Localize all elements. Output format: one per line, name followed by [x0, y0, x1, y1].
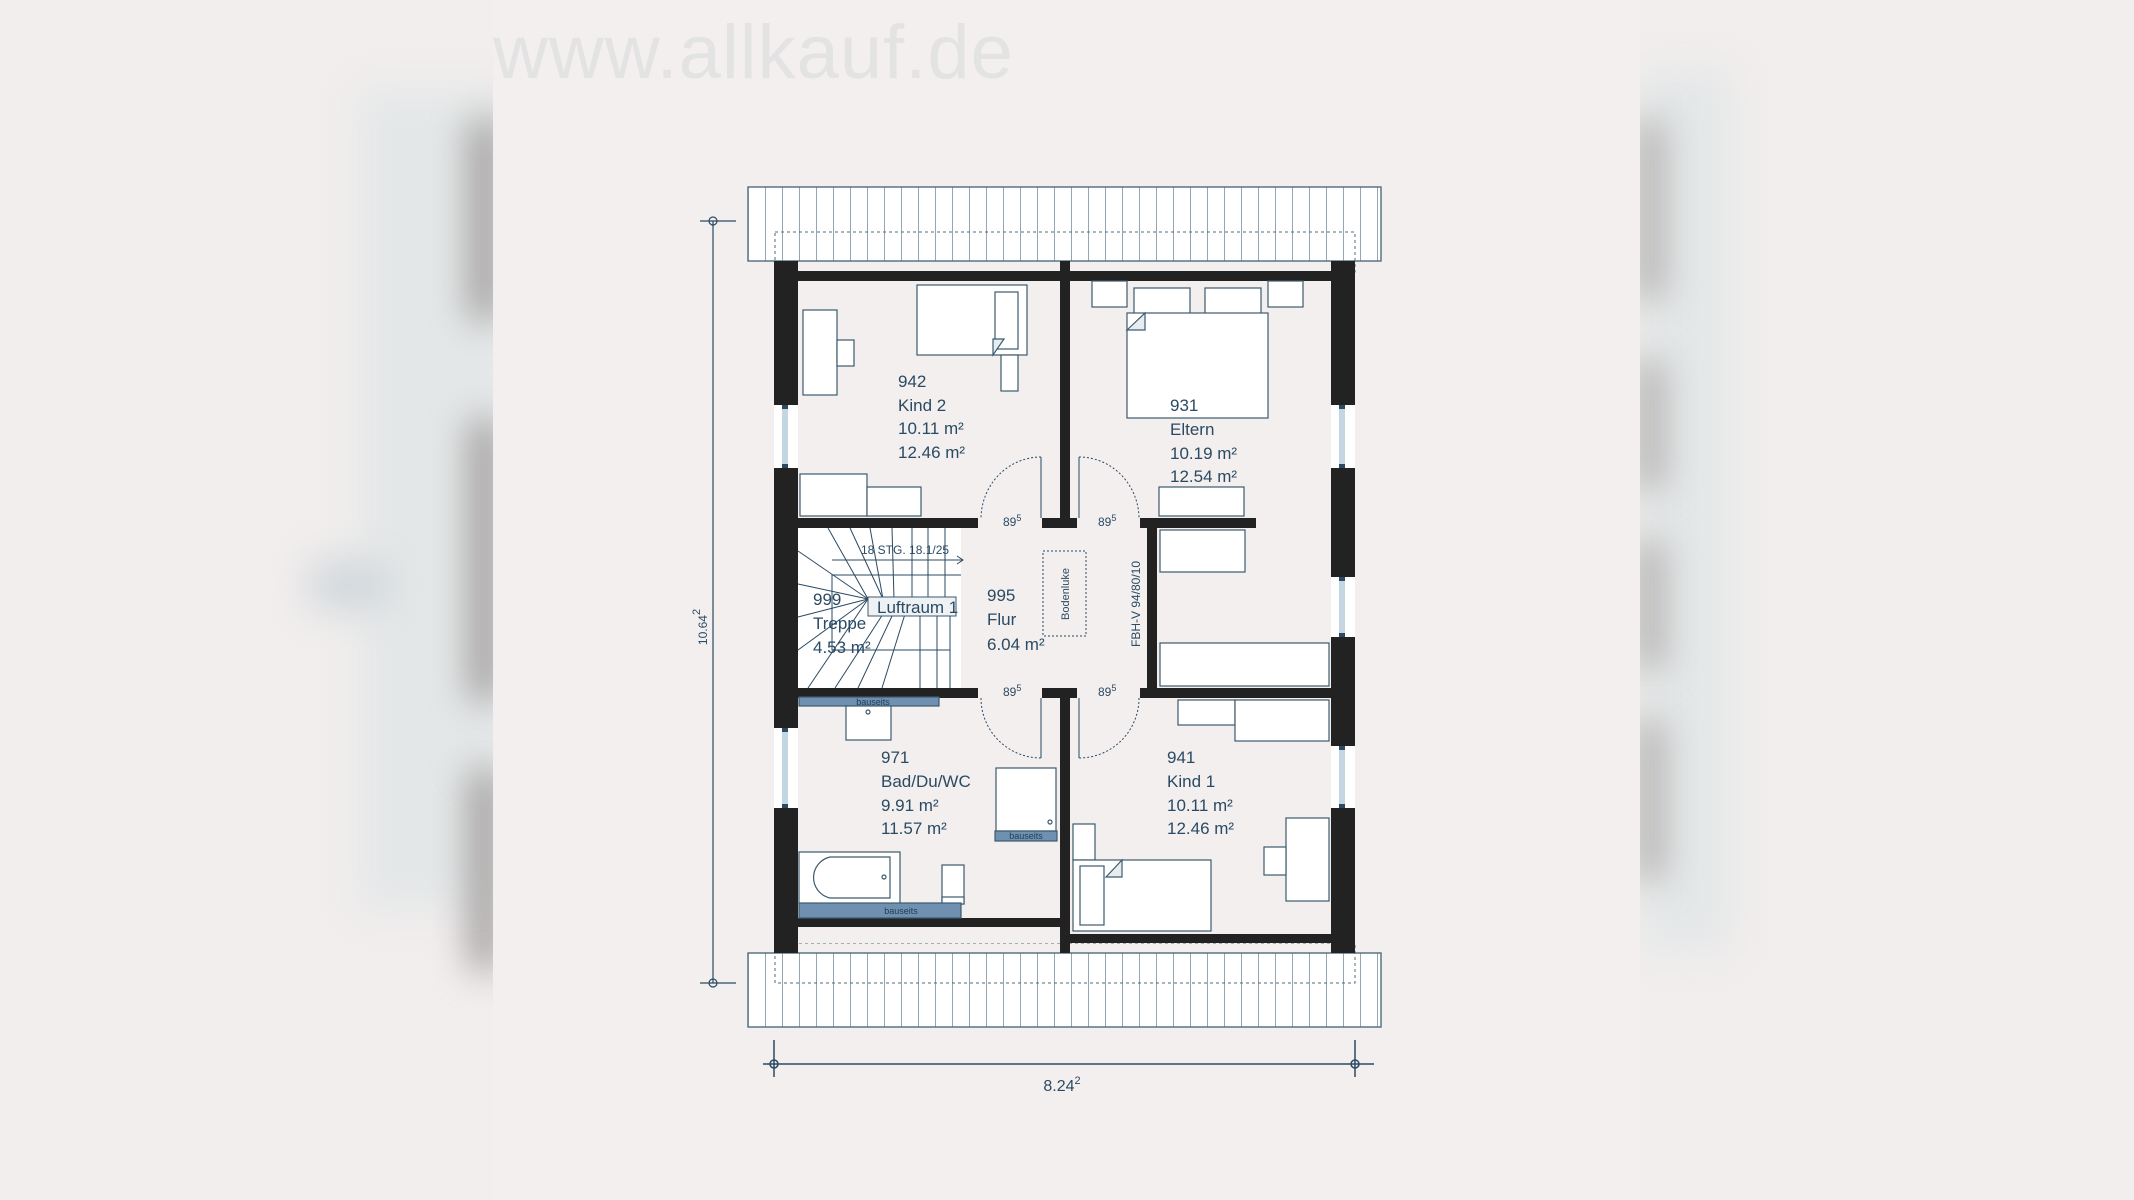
- svg-text:10.11 m²: 10.11 m²: [898, 419, 964, 438]
- desk-kind2: [802, 309, 838, 396]
- svg-text:999: 999: [813, 590, 841, 609]
- window-bad: [774, 728, 798, 808]
- svg-text:941: 941: [1167, 748, 1195, 767]
- nightstand-kind1: [1072, 823, 1096, 861]
- pillow-left: [1133, 287, 1191, 315]
- svg-text:995: 995: [987, 586, 1015, 605]
- shelf-kind1-a: [1177, 699, 1236, 726]
- furniture-kind2: [799, 284, 1028, 517]
- door-width-eltern: 895: [1098, 513, 1116, 529]
- window-spec-label: FBH-V 94/80/10: [1129, 561, 1143, 647]
- blurred-background-right: [1640, 0, 2134, 1200]
- shelf-kind1-b: [1234, 699, 1330, 742]
- nightstand-left: [1091, 280, 1128, 308]
- svg-text:Eltern: Eltern: [1170, 420, 1214, 439]
- svg-text:Bad/Du/WC: Bad/Du/WC: [881, 772, 971, 791]
- svg-text:9.91 m²: 9.91 m²: [881, 796, 939, 815]
- wardrobe-a: [1159, 529, 1246, 573]
- pillow-right: [1204, 287, 1262, 315]
- dimension-height-label: 10.642: [691, 609, 710, 645]
- stairs-steps-label: 18 STG. 18.1/25: [861, 543, 949, 557]
- luftraum-box: [867, 596, 957, 617]
- hatch-label: Bodenluke: [1060, 568, 1072, 620]
- svg-text:10.11 m²: 10.11 m²: [1167, 796, 1233, 815]
- svg-text:12.54 m²: 12.54 m²: [1170, 467, 1237, 486]
- room-label-treppe: 999 Treppe 4.53 m²: [813, 590, 871, 657]
- wardrobe-b: [1159, 642, 1330, 687]
- window-eltern-closet: [1331, 577, 1355, 637]
- windows: [774, 405, 1355, 808]
- svg-text:971: 971: [881, 748, 909, 767]
- dresser-eltern: [1158, 486, 1245, 517]
- window-kind1: [1331, 746, 1355, 808]
- dimension-width-label: 8.242: [1043, 1075, 1080, 1095]
- furniture-bath: [798, 696, 1058, 919]
- room-label-kind2: 942 Kind 2 10.11 m² 12.46 m²: [898, 372, 965, 462]
- svg-text:4.53 m²: 4.53 m²: [813, 638, 871, 657]
- nightstand-kind2: [1000, 354, 1019, 392]
- svg-text:Kind 2: Kind 2: [898, 396, 946, 415]
- svg-text:6.04 m²: 6.04 m²: [987, 635, 1045, 654]
- svg-text:942: 942: [898, 372, 926, 391]
- door-width-bad: 895: [1003, 683, 1021, 699]
- bauseits-bar-shower: [994, 830, 1058, 842]
- dimension-vertical: [700, 216, 736, 988]
- room-label-eltern: 931 Eltern 10.19 m² 12.54 m²: [1170, 396, 1237, 486]
- bauseits-label-shower: bauseits: [1009, 831, 1043, 841]
- chair-kind2: [836, 339, 855, 367]
- room-label-bad: 971 Bad/Du/WC 9.91 m² 11.57 m²: [881, 748, 971, 838]
- svg-text:Treppe: Treppe: [813, 614, 866, 633]
- svg-text:12.46 m²: 12.46 m²: [1167, 819, 1234, 838]
- svg-text:10.642: 10.642: [691, 609, 710, 645]
- window-kind2: [774, 405, 798, 468]
- chair-kind1: [1263, 846, 1287, 876]
- dimension-horizontal: [763, 1040, 1374, 1077]
- svg-text:Flur: Flur: [987, 610, 1017, 629]
- roof-overhang-top: [747, 186, 1382, 273]
- svg-text:10.19 m²: 10.19 m²: [1170, 444, 1237, 463]
- door-width-kind1: 895: [1098, 683, 1116, 699]
- furniture-eltern: [1091, 280, 1330, 687]
- shelf-kind2-b: [866, 486, 922, 517]
- blurred-background-left: [0, 0, 493, 1200]
- bauseits-bar-bottom: [798, 902, 962, 919]
- desk-kind1: [1285, 817, 1330, 902]
- door-width-kind2: 895: [1003, 513, 1021, 529]
- watermark: www.allkauf.de: [493, 10, 1014, 95]
- svg-text:11.57 m²: 11.57 m²: [881, 819, 947, 838]
- bauseits-label-top: bauseits: [856, 697, 890, 707]
- shower: [995, 767, 1057, 832]
- staircase: [797, 527, 964, 689]
- furniture-kind1: [1072, 699, 1330, 932]
- doors: [980, 456, 1140, 759]
- svg-text:931: 931: [1170, 396, 1198, 415]
- bauseits-label-bottom: bauseits: [884, 906, 918, 916]
- room-label-kind1: 941 Kind 1 10.11 m² 12.46 m²: [1167, 748, 1234, 838]
- roof-overhang-bottom: [747, 942, 1382, 1028]
- svg-text:12.46 m²: 12.46 m²: [898, 443, 965, 462]
- svg-text:Kind 1: Kind 1: [1167, 772, 1215, 791]
- luftraum-label: Luftraum 1: [877, 598, 958, 617]
- shelf-kind2-a: [799, 473, 868, 517]
- window-eltern: [1331, 405, 1355, 468]
- nightstand-right: [1267, 280, 1304, 308]
- attic-hatch: [1042, 550, 1087, 637]
- double-bed: [1126, 312, 1269, 419]
- room-label-flur: 995 Flur 6.04 m²: [987, 586, 1045, 654]
